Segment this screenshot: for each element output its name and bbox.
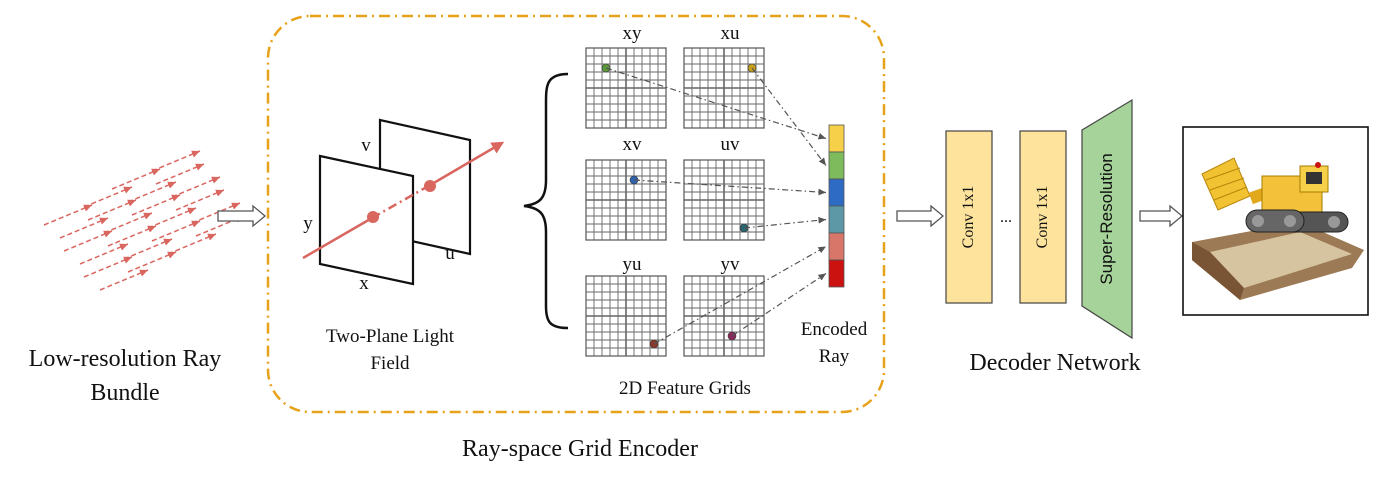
ray-arrow: [147, 207, 197, 229]
ray-arrow: [131, 194, 181, 216]
ray-arrow: [83, 186, 133, 208]
feature-grid-xu: [683, 47, 765, 129]
grid-connector: [731, 273, 827, 337]
encoder-border: [266, 14, 886, 414]
encoded-ray-segment: [828, 151, 845, 180]
encoded-ray-label-line2: Ray: [818, 346, 850, 367]
curly-brace: [523, 72, 569, 330]
ray-arrow: [167, 233, 217, 255]
grid-title-yu: yu: [622, 254, 642, 275]
low-resolution-ray-bundle: [43, 150, 245, 291]
two-plane-label-line2: Field: [370, 353, 410, 374]
light-ray: [302, 216, 373, 260]
flow-arrow-2: [896, 204, 945, 228]
grid-title-xy: xy: [622, 23, 642, 44]
super-resolution-block: [1081, 98, 1133, 340]
axis-label-u: u: [445, 243, 455, 264]
two-plane-light-field: [302, 118, 505, 286]
axis-label-y: y: [303, 213, 313, 234]
conv-ellipsis: ...: [1000, 209, 1012, 226]
axis-label-v: v: [361, 135, 371, 156]
ray-arrow: [171, 176, 221, 198]
feature-grid-yu: [585, 275, 667, 357]
grid-connector: [653, 245, 827, 345]
encoder-label: Ray-space Grid Encoder: [462, 436, 698, 462]
super-resolution-label: Super-Resolution: [1097, 153, 1116, 285]
encoded-ray-segment: [828, 259, 845, 288]
encoded-ray-label-line1: Encoded: [800, 319, 868, 340]
ray-arrow: [127, 251, 177, 273]
grid-title-uv: uv: [720, 134, 740, 155]
grid-title-xu: xu: [720, 23, 740, 44]
ray-arrow: [155, 163, 205, 185]
ray-arrow: [63, 230, 113, 252]
ray-arrow: [99, 269, 149, 291]
ray-bundle-label-line1: Low-resolution Ray: [28, 346, 222, 372]
flow-arrow-1: [217, 204, 267, 228]
ray-bundle-label-line2: Bundle: [90, 380, 160, 406]
ray-arrow: [151, 150, 201, 172]
ray-arrow: [103, 212, 153, 234]
light-ray-dotted: [371, 182, 433, 220]
feature-grid-xv: [585, 159, 667, 241]
feature-grid-xy: [585, 47, 667, 129]
decoder-label: Decoder Network: [969, 350, 1141, 376]
ray-arrow: [151, 220, 201, 242]
grid-title-yv: yv: [720, 254, 740, 275]
output-image-bulldozer: [1192, 157, 1364, 300]
ray-arrow: [79, 243, 129, 265]
ray-arrow: [111, 168, 161, 190]
conv-block-1: [945, 130, 993, 304]
ray-arrow: [83, 256, 133, 278]
two-plane-label-line1: Two-Plane Light: [326, 326, 454, 347]
ray-arrow: [175, 189, 225, 211]
conv-label-2: Conv 1x1: [1034, 185, 1051, 249]
ray-arrow: [59, 217, 109, 239]
ray-arrow: [87, 199, 137, 221]
axis-label-x: x: [359, 273, 369, 294]
encoded-ray-segment: [828, 205, 845, 234]
encoded-ray: [828, 124, 845, 288]
encoded-ray-segment: [828, 178, 845, 207]
ray-arrow: [123, 238, 173, 260]
ray-arrow: [191, 202, 241, 224]
grid-connector: [633, 179, 827, 196]
flow-arrow-3: [1139, 204, 1184, 228]
grid-connectors: [605, 67, 827, 345]
grid-connector: [743, 216, 827, 229]
light-ray-head: [431, 141, 505, 186]
ray-point-uv: [424, 180, 436, 192]
conv-block-2: [1019, 130, 1067, 304]
encoded-ray-segment: [828, 232, 845, 261]
conv-label-1: Conv 1x1: [960, 185, 977, 249]
ray-arrow: [127, 181, 177, 203]
ray-point-xy: [367, 211, 379, 223]
feature-grid-uv: [683, 159, 765, 241]
grid-connector: [605, 67, 827, 140]
feature-grids: [585, 47, 765, 357]
feature-grids-label: 2D Feature Grids: [619, 378, 751, 399]
grid-title-xv: xv: [622, 134, 642, 155]
encoded-ray-segment: [828, 124, 845, 153]
ray-arrow: [43, 204, 93, 226]
ray-arrow: [107, 225, 157, 247]
